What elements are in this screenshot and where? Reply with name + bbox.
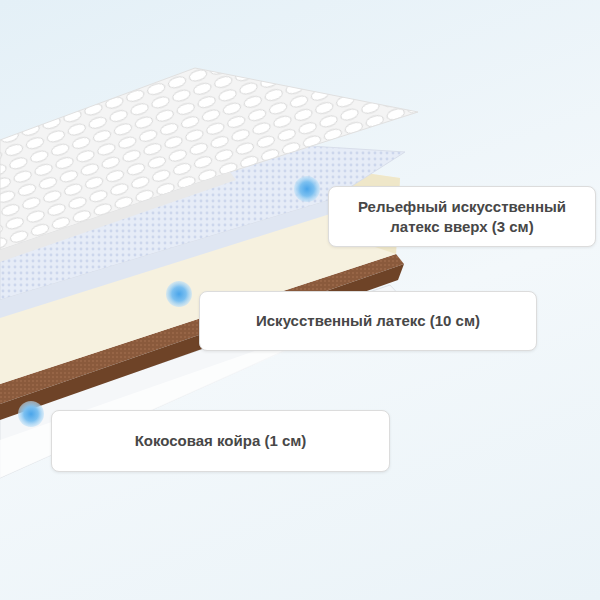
layer-label: Рельефный искусственный латекс вверх (3 … — [341, 197, 583, 236]
callout-box: Кокосовая койра (1 см) — [51, 410, 390, 472]
callout-dot — [166, 281, 192, 307]
callout-box: Искусственный латекс (10 см) — [199, 291, 537, 351]
callout-dot — [18, 401, 44, 427]
layer-label: Кокосовая койра (1 см) — [135, 431, 307, 451]
layer-label: Искусственный латекс (10 см) — [256, 311, 480, 331]
callout-dot — [294, 176, 320, 202]
callout-box: Рельефный искусственный латекс вверх (3 … — [328, 186, 596, 247]
